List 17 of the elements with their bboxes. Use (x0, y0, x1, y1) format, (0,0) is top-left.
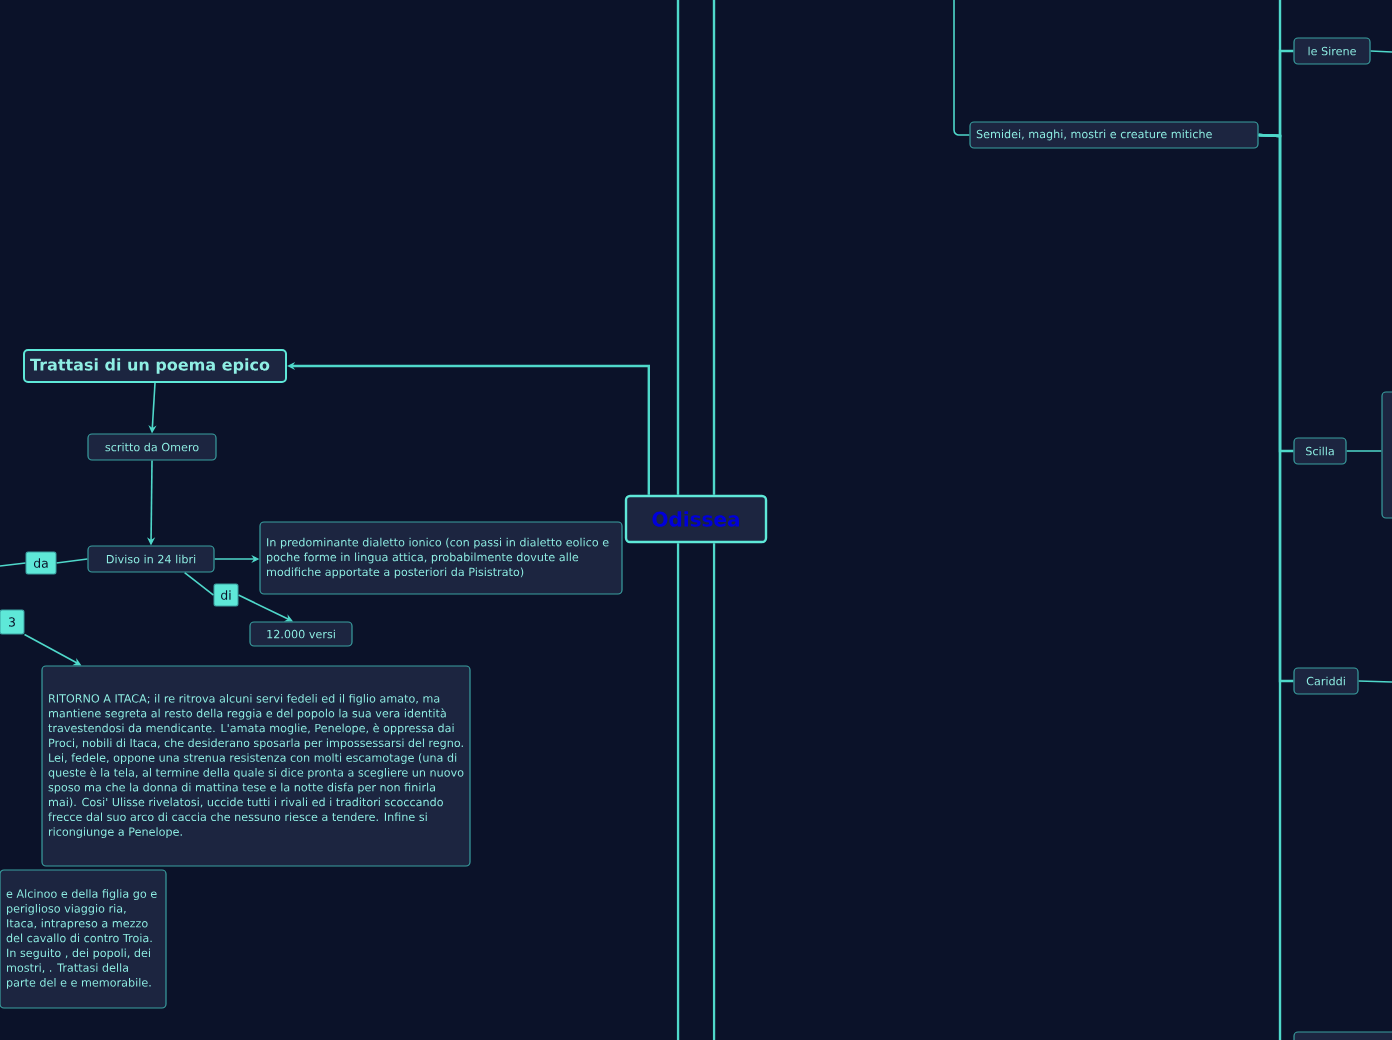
topic-box: Trattasi di un poema epico (23, 349, 287, 383)
connector-line (712, 543, 716, 1040)
connector-line (55, 558, 89, 564)
arrow (237, 594, 293, 622)
connector-line (676, 0, 680, 495)
connector-line (183, 571, 215, 596)
connector-line (712, 0, 716, 495)
central-topic-box: Odissea (624, 494, 768, 544)
connector-line (1357, 680, 1392, 683)
connector-line (1369, 50, 1392, 53)
connector-line (1345, 450, 1383, 452)
connector-line (1258, 0, 1282, 138)
connector-line (676, 543, 680, 1040)
topic-box (1381, 391, 1392, 519)
connector-line (0, 562, 27, 567)
connector-line (953, 0, 971, 136)
topic-box (1293, 1031, 1392, 1040)
